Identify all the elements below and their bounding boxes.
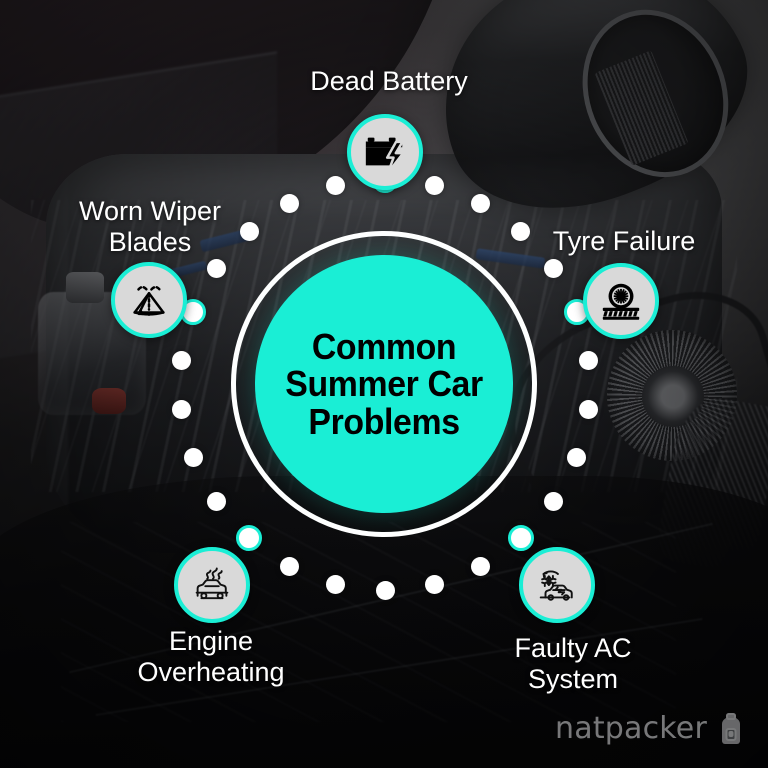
- label-engine-overheating: Engine Overheating: [137, 626, 285, 687]
- label-dead-battery: Dead Battery: [310, 66, 468, 96]
- backpack-icon: [716, 712, 746, 746]
- ring-dot: [183, 448, 203, 468]
- ring-dot: [511, 222, 531, 242]
- ring-dot: [424, 574, 444, 594]
- ring-dot: [579, 350, 598, 370]
- pin-dead-battery[interactable]: [347, 114, 423, 196]
- ring-dot: [579, 400, 598, 420]
- ring-dot: [424, 176, 444, 196]
- watermark: natpacker: [555, 711, 746, 746]
- pin-bubble[interactable]: [111, 262, 187, 338]
- ring-dot: [326, 176, 346, 196]
- ring-dot: [280, 557, 300, 577]
- page-title-line: Problems: [308, 400, 460, 442]
- ring-dot: [280, 193, 300, 213]
- ring-dot: [544, 259, 564, 279]
- pin-tyre-failure[interactable]: [583, 263, 663, 339]
- ring-dot: [206, 491, 226, 511]
- pin-bubble[interactable]: [583, 263, 659, 339]
- ring-dot: [206, 259, 226, 279]
- car-air-conditioning-icon: [534, 562, 580, 608]
- pin-bubble[interactable]: [519, 547, 595, 623]
- ring-node-dot: [236, 525, 263, 552]
- page-title-line: Common: [311, 325, 457, 367]
- pin-worn-wiper-blades[interactable]: [107, 262, 187, 338]
- overheating-car-icon: [189, 562, 235, 608]
- windscreen-wiper-icon: [126, 277, 172, 323]
- center-outline-ring: [231, 231, 537, 537]
- pin-bubble[interactable]: [347, 114, 423, 190]
- label-faulty-ac-system: Faulty AC System: [514, 633, 632, 694]
- ring-dot: [239, 222, 259, 242]
- car-battery-icon: [362, 129, 408, 175]
- ring-dot: [544, 491, 564, 511]
- page-title-line: Summer Car: [285, 363, 483, 405]
- ring-dot: [470, 557, 490, 577]
- ring-dot: [171, 400, 191, 420]
- ring-dot: [470, 193, 490, 213]
- watermark-text: natpacker: [555, 711, 707, 746]
- ring-dot: [375, 580, 395, 600]
- ring-dot: [567, 448, 587, 468]
- label-tyre-failure: Tyre Failure: [552, 226, 696, 256]
- tyre-tread-icon: [598, 278, 644, 324]
- ring-node-dot: [507, 525, 534, 552]
- label-worn-wiper-blades: Worn Wiper Blades: [78, 196, 222, 257]
- pin-engine-overheating[interactable]: [173, 547, 250, 631]
- ring-dot: [326, 574, 346, 594]
- ring-dot: [171, 350, 191, 370]
- pin-bubble[interactable]: [174, 547, 250, 623]
- pin-faulty-ac-system[interactable]: [519, 547, 596, 631]
